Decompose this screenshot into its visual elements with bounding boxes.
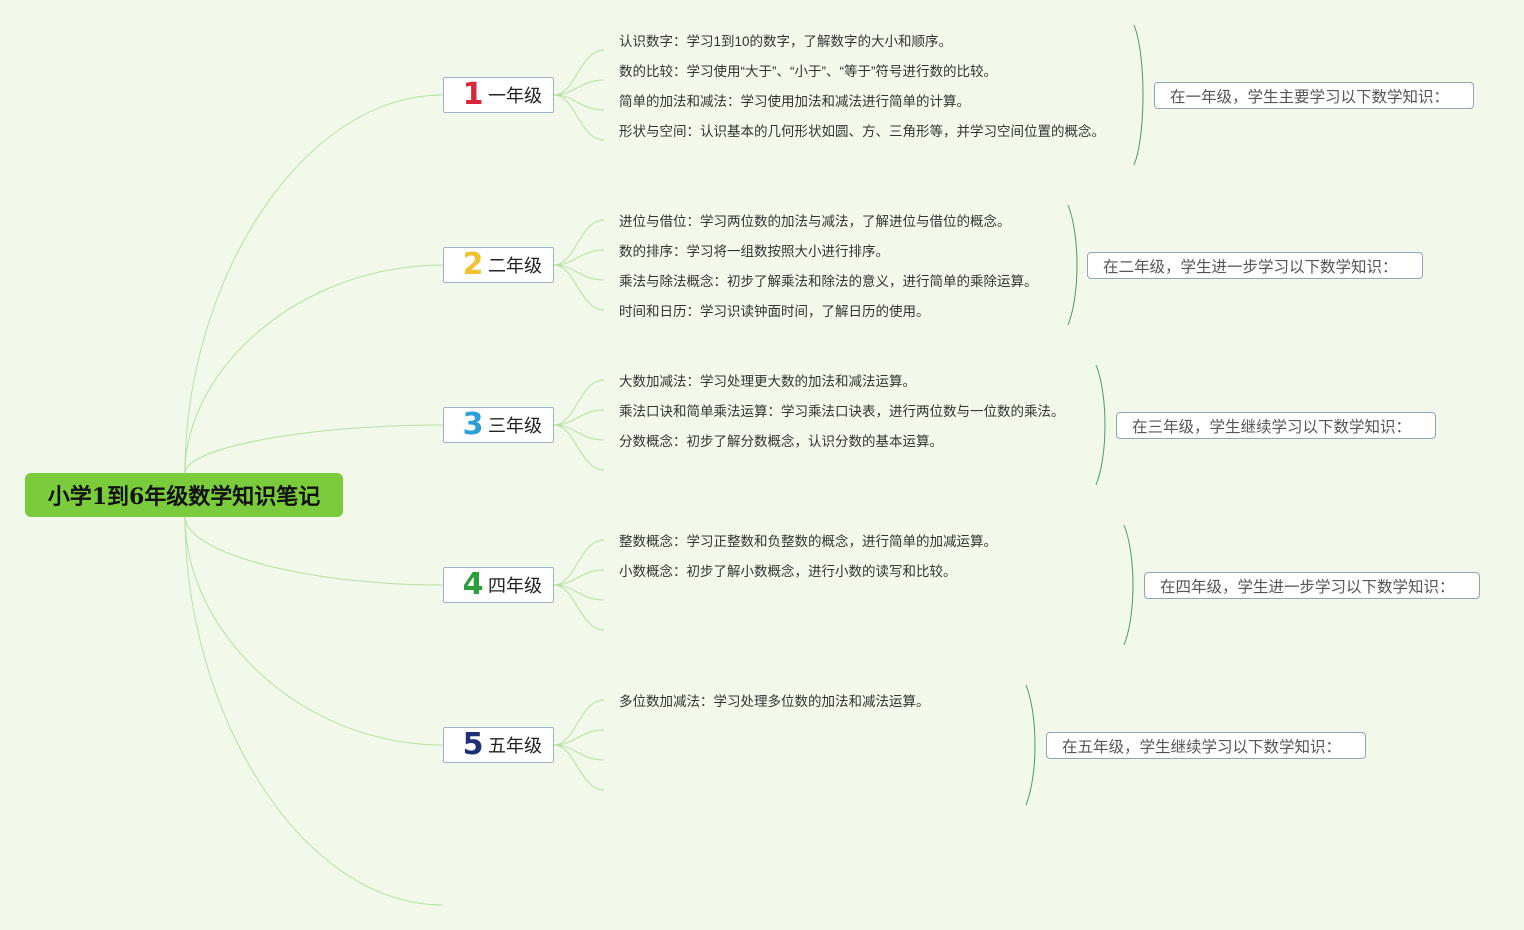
- item-connector-1-2: [553, 79, 605, 96]
- grade-node-3[interactable]: 3 三年级: [443, 407, 554, 443]
- summary-bracket-3: [1095, 364, 1106, 486]
- grade-label-3: 三年级: [488, 416, 542, 436]
- grade-3-item-2: 乘法口诀和简单乘法运算：学习乘法口诀表，进行两位数与一位数的乘法。: [619, 404, 1065, 419]
- grade-node-4[interactable]: 4 四年级: [443, 567, 554, 603]
- grade-number-1: 1: [462, 77, 484, 112]
- grade-number-3: 3: [462, 407, 484, 442]
- grade-1-item-4: 形状与空间：认识基本的几何形状如圆、方、三角形等，并学习空间位置的概念。: [619, 124, 1105, 139]
- item-connector-4-1: [553, 539, 605, 586]
- grade-3-item-3: 分数概念：初步了解分数概念，认识分数的基本运算。: [619, 434, 943, 449]
- grade-5-summary[interactable]: 在五年级，学生继续学习以下数学知识：: [1046, 732, 1366, 759]
- grade-5-summary-text: 在五年级，学生继续学习以下数学知识：: [1062, 738, 1342, 756]
- grade-1-item-2: 数的比较：学习使用“大于”、“小于”、“等于”符号进行数的比较。: [619, 64, 997, 79]
- grade-2-item-1: 进位与借位：学习两位数的加法与减法，了解进位与借位的概念。: [619, 214, 1011, 229]
- item-connector-5-1: [553, 699, 605, 746]
- grade-2-item-2: 数的排序：学习将一组数按照大小进行排序。: [619, 244, 889, 259]
- grade-2-item-4: 时间和日历：学习识读钟面时间，了解日历的使用。: [619, 304, 930, 319]
- summary-bracket-4: [1123, 524, 1134, 646]
- root-connector-3: [184, 424, 444, 474]
- grade-3-summary[interactable]: 在三年级，学生继续学习以下数学知识：: [1116, 412, 1436, 439]
- grade-1-item-1: 认识数字：学习1到10的数字，了解数字的大小和顺序。: [619, 34, 953, 49]
- grade-label-1: 一年级: [488, 86, 542, 106]
- grade-3-item-1: 大数加减法：学习处理更大数的加法和减法运算。: [619, 374, 916, 389]
- grade-node-2[interactable]: 2 二年级: [443, 247, 554, 283]
- item-connector-2-1: [553, 219, 605, 266]
- item-connector-3-4: [553, 424, 605, 471]
- grade-node-5[interactable]: 5 五年级: [443, 727, 554, 763]
- grade-4-summary[interactable]: 在四年级，学生进一步学习以下数学知识：: [1144, 572, 1480, 599]
- summary-bracket-1: [1133, 24, 1144, 166]
- grade-2-summary-text: 在二年级，学生进一步学习以下数学知识：: [1103, 258, 1398, 276]
- grade-4-item-1: 整数概念：学习正整数和负整数的概念，进行简单的加减运算。: [619, 534, 997, 549]
- grade-2-summary[interactable]: 在二年级，学生进一步学习以下数学知识：: [1087, 252, 1423, 279]
- grade-2-item-3: 乘法与除法概念：初步了解乘法和除法的意义，进行简单的乘除运算。: [619, 274, 1038, 289]
- root-connector-6: [184, 516, 444, 906]
- root-connector-4: [184, 516, 444, 586]
- summary-bracket-5: [1025, 684, 1036, 806]
- root-connector-2: [184, 264, 444, 474]
- item-connector-4-2: [553, 569, 605, 586]
- item-connector-1-4: [553, 94, 605, 141]
- grade-number-2: 2: [462, 247, 484, 282]
- item-connector-4-4: [553, 584, 605, 631]
- root-topic[interactable]: 小学1到6年级数学知识笔记: [25, 473, 343, 517]
- item-connector-1-1: [553, 49, 605, 96]
- grade-label-2: 二年级: [488, 256, 542, 276]
- grade-4-summary-text: 在四年级，学生进一步学习以下数学知识：: [1160, 578, 1455, 596]
- item-connector-5-4: [553, 744, 605, 791]
- root-connector-1: [184, 94, 444, 474]
- item-connector-3-1: [553, 379, 605, 426]
- grade-label-4: 四年级: [488, 576, 542, 596]
- grade-1-summary-text: 在一年级，学生主要学习以下数学知识：: [1170, 88, 1450, 106]
- grade-5-item-1: 多位数加减法：学习处理多位数的加法和减法运算。: [619, 694, 930, 709]
- grade-number-4: 4: [462, 567, 484, 602]
- grade-node-1[interactable]: 1 一年级: [443, 77, 554, 113]
- summary-bracket-2: [1067, 204, 1078, 326]
- item-connector-2-4: [553, 264, 605, 311]
- item-connector-3-2: [553, 409, 605, 426]
- grade-1-summary[interactable]: 在一年级，学生主要学习以下数学知识：: [1154, 82, 1474, 109]
- item-connector-2-2: [553, 249, 605, 266]
- grade-1-item-3: 简单的加法和减法：学习使用加法和减法进行简单的计算。: [619, 94, 970, 109]
- grade-3-summary-text: 在三年级，学生继续学习以下数学知识：: [1132, 418, 1412, 436]
- root-title: 小学1到6年级数学知识笔记: [47, 484, 321, 510]
- grade-label-5: 五年级: [488, 736, 542, 756]
- item-connector-5-2: [553, 729, 605, 746]
- grade-number-5: 5: [462, 727, 484, 762]
- root-connector-5: [184, 516, 444, 746]
- grade-4-item-2: 小数概念：初步了解小数概念，进行小数的读写和比较。: [619, 564, 957, 579]
